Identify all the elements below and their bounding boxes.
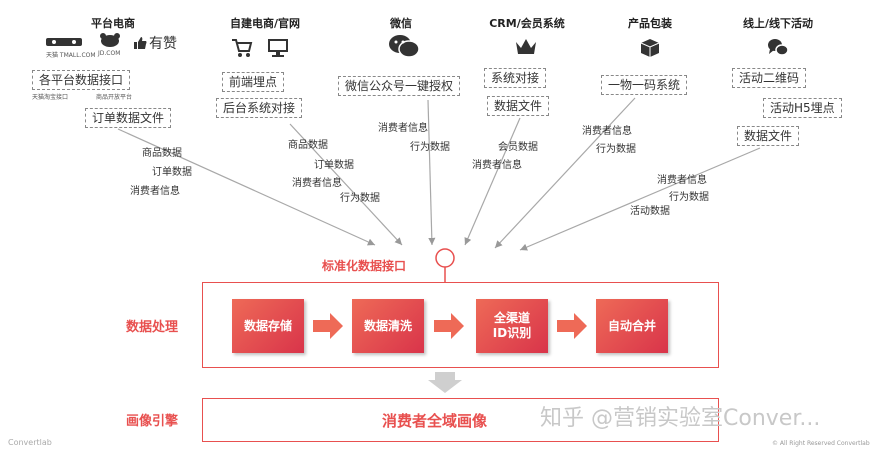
flow-label: 行为数据 bbox=[596, 144, 636, 155]
flow-label: 消费者信息 bbox=[130, 186, 180, 197]
source-title-wechat: 微信 bbox=[390, 17, 412, 30]
flow-label: 订单数据 bbox=[314, 160, 354, 171]
tag-backend-integration: 后台系统对接 bbox=[216, 98, 303, 118]
flow-label: 行为数据 bbox=[340, 193, 380, 204]
right-arrow-icon bbox=[313, 313, 343, 339]
flow-label: 订单数据 bbox=[152, 167, 192, 178]
tag-crm-data-file: 数据文件 bbox=[487, 96, 550, 116]
platform-caption-2: 商品开放平台 bbox=[96, 94, 133, 101]
jd-logo-caption: JD.COM bbox=[98, 50, 121, 57]
tmall-logo-caption: 天猫 TMALL.COM bbox=[46, 52, 96, 59]
portrait-label: 画像引擎 bbox=[126, 414, 179, 429]
wechat-icon bbox=[388, 34, 420, 58]
flow-label: 商品数据 bbox=[142, 148, 182, 159]
watermark: 知乎 @营销实验室Conver... bbox=[540, 406, 821, 431]
flow-line-crm bbox=[464, 117, 521, 246]
step-storage: 数据存储 bbox=[232, 299, 304, 353]
flow-line-platform bbox=[117, 128, 376, 246]
down-arrow-icon bbox=[428, 372, 462, 393]
thumbs-up-icon bbox=[133, 35, 147, 49]
tag-frontend-tracking: 前端埋点 bbox=[222, 72, 285, 92]
flow-label: 消费者信息 bbox=[582, 126, 632, 137]
box-icon bbox=[640, 38, 660, 58]
source-title-packaging: 产品包装 bbox=[628, 17, 672, 30]
flow-label: 消费者信息 bbox=[292, 178, 342, 189]
tmall-logo-icon bbox=[46, 36, 82, 50]
jd-logo-icon bbox=[97, 32, 123, 48]
crown-icon bbox=[515, 37, 537, 57]
flow-line-events bbox=[519, 147, 761, 251]
flow-label: 消费者信息 bbox=[657, 175, 707, 186]
youzan-logo-text: 有赞 bbox=[149, 36, 177, 52]
platform-caption-1: 天猫淘宝接口 bbox=[32, 94, 69, 101]
processing-label: 数据处理 bbox=[126, 320, 179, 335]
source-title-crm: CRM/会员系统 bbox=[489, 17, 565, 30]
tag-event-h5: 活动H5埋点 bbox=[763, 98, 842, 118]
tag-order-file: 订单数据文件 bbox=[85, 108, 172, 128]
tag-event-qrcode: 活动二维码 bbox=[732, 68, 807, 88]
step-auto-merge: 自动合并 bbox=[596, 299, 668, 353]
flow-label: 会员数据 bbox=[498, 142, 538, 153]
source-title-events: 线上/线下活动 bbox=[742, 17, 814, 30]
interface-label: 标准化数据接口 bbox=[322, 259, 407, 273]
monitor-icon bbox=[267, 37, 289, 59]
flow-label: 消费者信息 bbox=[472, 160, 522, 171]
tag-event-data-file: 数据文件 bbox=[737, 126, 800, 146]
flow-label: 行为数据 bbox=[410, 142, 450, 153]
footer-copyright: © All Right Reserved Convertlab bbox=[772, 440, 870, 447]
flow-line-own-site bbox=[289, 123, 403, 246]
flow-line-packaging bbox=[494, 97, 636, 249]
footer-logo: Convertlab bbox=[8, 438, 52, 447]
tag-system-integration: 系统对接 bbox=[484, 68, 547, 88]
flow-label: 行为数据 bbox=[669, 192, 709, 203]
step-cleaning: 数据清洗 bbox=[352, 299, 424, 353]
source-title-platform: 平台电商 bbox=[91, 17, 135, 30]
source-title-own-site: 自建电商/官网 bbox=[229, 17, 301, 30]
flow-label: 消费者信息 bbox=[378, 123, 428, 134]
flow-line-wechat bbox=[427, 99, 436, 246]
tag-one-code-system: 一物一码系统 bbox=[601, 75, 688, 95]
tag-wechat-authorize: 微信公众号一键授权 bbox=[338, 76, 461, 96]
portrait-box bbox=[202, 398, 719, 442]
chat-bubbles-icon bbox=[766, 37, 790, 59]
step-id-recognition: 全渠道 ID识别 bbox=[476, 299, 548, 353]
flow-label: 活动数据 bbox=[630, 206, 670, 217]
right-arrow-icon bbox=[434, 313, 464, 339]
portrait-text: 消费者全域画像 bbox=[382, 412, 488, 430]
tag-platform-api: 各平台数据接口 bbox=[32, 70, 131, 90]
shopping-cart-icon bbox=[231, 37, 253, 59]
right-arrow-icon bbox=[557, 313, 587, 339]
flow-label: 商品数据 bbox=[288, 140, 328, 151]
